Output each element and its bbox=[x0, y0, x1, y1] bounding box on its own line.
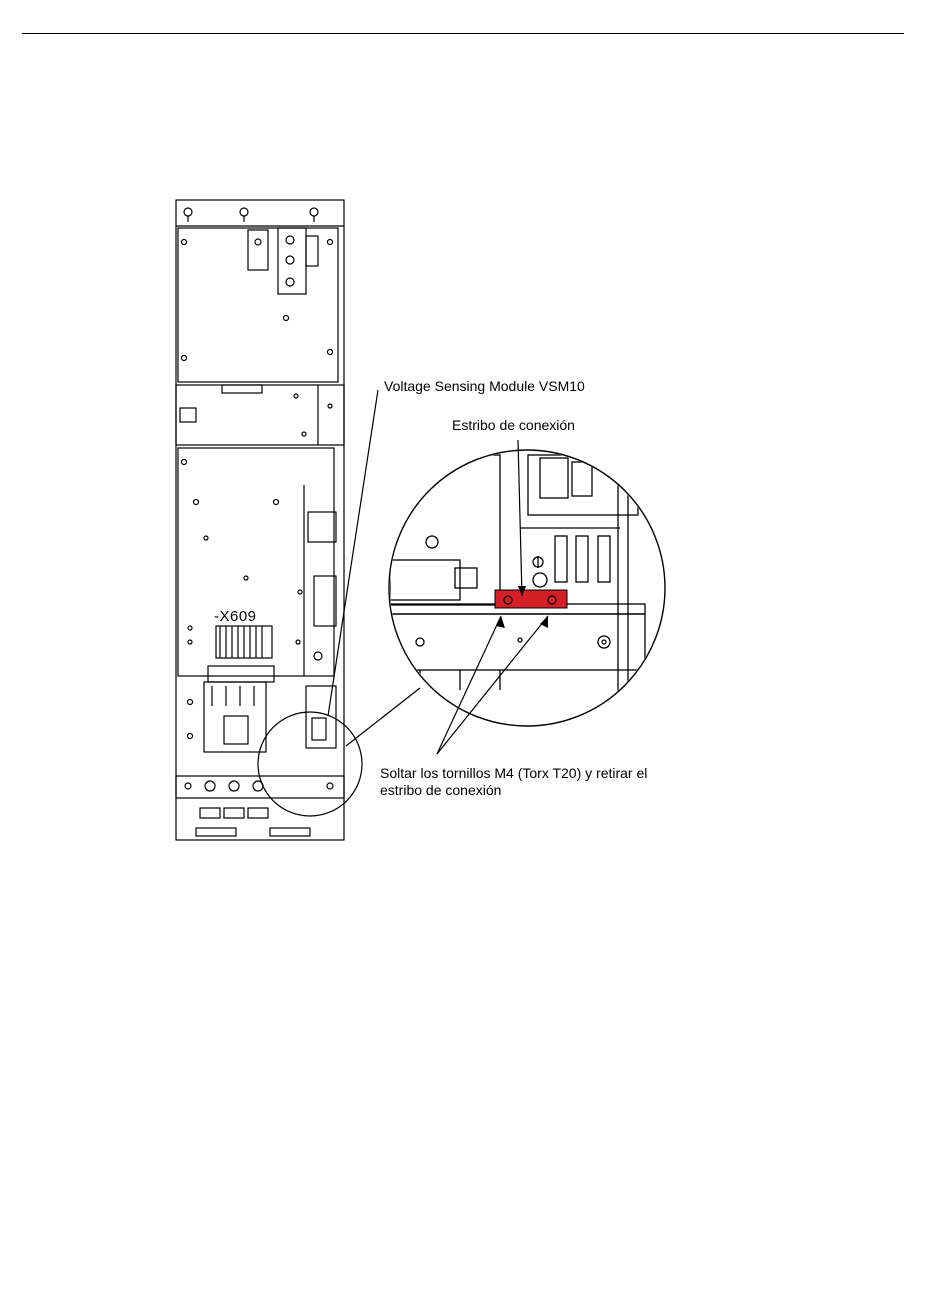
leader-lines bbox=[328, 390, 548, 754]
mounting-keyholes bbox=[184, 208, 318, 222]
connector-label: -X609 bbox=[214, 608, 257, 625]
connection-bracket-highlight bbox=[495, 590, 567, 608]
instruction-line-2: estribo de conexión bbox=[380, 781, 501, 799]
instruction-line-1: Soltar los tornillos M4 (Torx T20) y ret… bbox=[380, 764, 647, 782]
vsm-callout: Voltage Sensing Module VSM10 bbox=[384, 377, 585, 395]
device-outline bbox=[176, 200, 362, 840]
bracket-callout: Estribo de conexión bbox=[452, 416, 575, 434]
